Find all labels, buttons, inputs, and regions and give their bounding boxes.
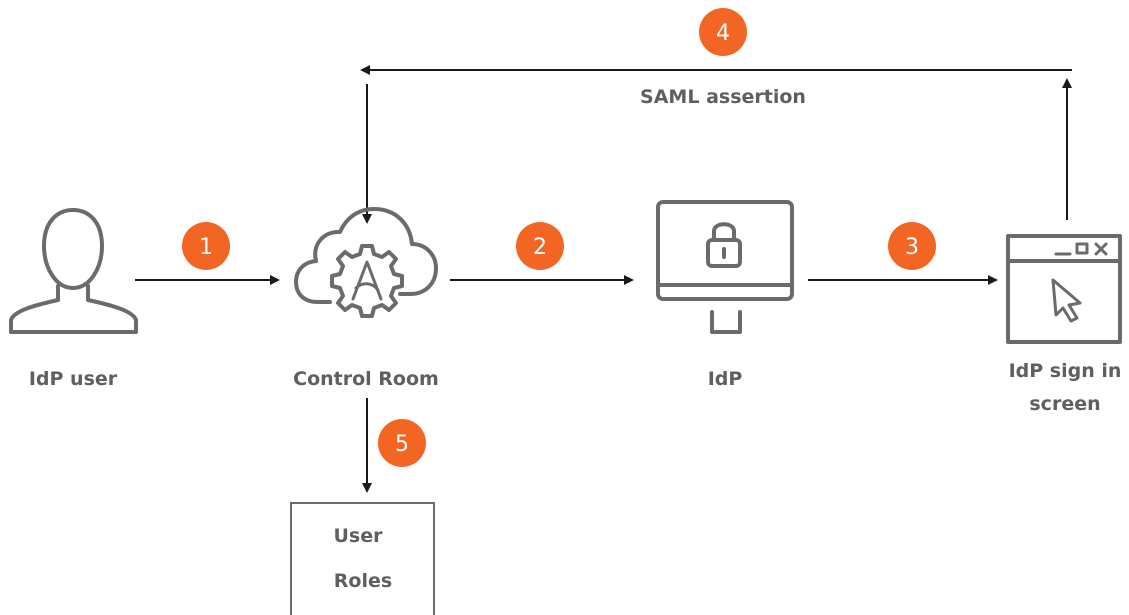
idp-user-label: IdP user: [29, 368, 118, 390]
arrowhead-saml-top: [360, 65, 370, 75]
idp-sign-in-label-line2: screen: [1029, 393, 1100, 415]
monitor-lock-icon: [656, 200, 794, 334]
saml-assertion-label: SAML assertion: [640, 86, 806, 108]
step-number-4: 4: [716, 21, 730, 46]
step-badge-3: 3: [888, 222, 936, 270]
step-badge-2: 2: [516, 222, 564, 270]
step-badge-4: 4: [699, 8, 747, 56]
user-roles-line1: User: [334, 525, 384, 547]
step-number-5: 5: [395, 432, 409, 457]
user-icon: [9, 208, 138, 334]
step-badge-1: 1: [182, 222, 230, 270]
idp-sign-in-label-line1: IdP sign in: [1009, 360, 1122, 382]
arrowhead-sign-in-up: [1062, 78, 1072, 88]
step-number-2: 2: [533, 235, 547, 260]
idp-label: IdP: [708, 368, 743, 390]
user-roles-box: [290, 502, 435, 615]
arrowhead-control-room-to-idp: [624, 275, 634, 285]
user-roles-line2: Roles: [334, 570, 392, 592]
control-room-label: Control Room: [293, 368, 439, 390]
step-number-3: 3: [905, 235, 919, 260]
arrowhead-control-room-to-roles: [362, 483, 372, 493]
arrowhead-user-to-control-room: [270, 275, 280, 285]
arrowhead-saml-down: [362, 214, 372, 224]
browser-window-cursor-icon: [1006, 234, 1122, 344]
step-number-1: 1: [199, 235, 213, 260]
step-badge-5: 5: [378, 419, 426, 467]
cloud-gear-icon: [294, 207, 438, 318]
arrowhead-idp-to-sign-in: [988, 275, 998, 285]
